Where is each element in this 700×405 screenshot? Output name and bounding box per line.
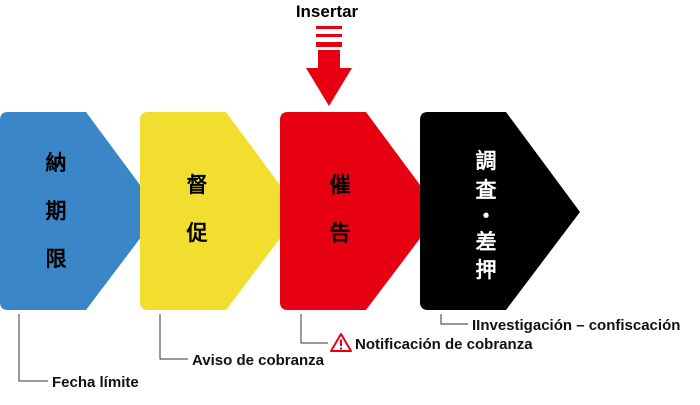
stage-investigation-char-1: 調 bbox=[476, 149, 497, 173]
stage-notice-shape bbox=[280, 112, 440, 310]
stage-reminder-shape bbox=[140, 112, 300, 310]
stage-deadline: 納 期 限 bbox=[0, 112, 160, 310]
stage-notice-label: Notificación de cobranza bbox=[355, 336, 533, 353]
stage-investigation-label: IInvestigación – confiscación bbox=[472, 317, 680, 334]
stage-reminder-char-1: 督 bbox=[187, 173, 208, 197]
stage-investigation-char-4: 差 bbox=[476, 230, 497, 254]
stage-reminder: 督 促 bbox=[140, 112, 300, 310]
stage-deadline-char-1: 納 bbox=[46, 151, 67, 175]
stage-notice: 催 告 bbox=[280, 112, 440, 310]
stage-notice-char-2: 告 bbox=[330, 221, 351, 245]
stage-reminder-label: Aviso de cobranza bbox=[192, 352, 325, 369]
callout-line-reminder bbox=[159, 314, 188, 360]
stage-investigation-shape bbox=[420, 112, 580, 310]
stage-deadline-char-2: 期 bbox=[46, 199, 67, 223]
stage-reminder-char-2: 促 bbox=[186, 221, 209, 245]
stage-investigation-char-2: 査 bbox=[476, 178, 497, 202]
stage-deadline-label: Fecha límite bbox=[52, 374, 139, 391]
callout-line-investigation bbox=[440, 314, 468, 325]
insert-arrow-icon bbox=[306, 26, 352, 106]
stage-deadline-char-3: 限 bbox=[46, 247, 67, 271]
stage-notice-char-1: 催 bbox=[330, 173, 351, 197]
insert-label: Insertar bbox=[296, 2, 359, 21]
stage-investigation: 調 査 ・ 差 押 bbox=[420, 112, 580, 310]
stage-investigation-char-3: ・ bbox=[476, 204, 497, 228]
stage-investigation-char-5: 押 bbox=[476, 258, 497, 282]
callout-line-deadline bbox=[18, 314, 48, 382]
callout-line-notice bbox=[300, 314, 328, 344]
warning-triangle-icon bbox=[330, 333, 352, 352]
stage-deadline-shape bbox=[0, 112, 160, 310]
